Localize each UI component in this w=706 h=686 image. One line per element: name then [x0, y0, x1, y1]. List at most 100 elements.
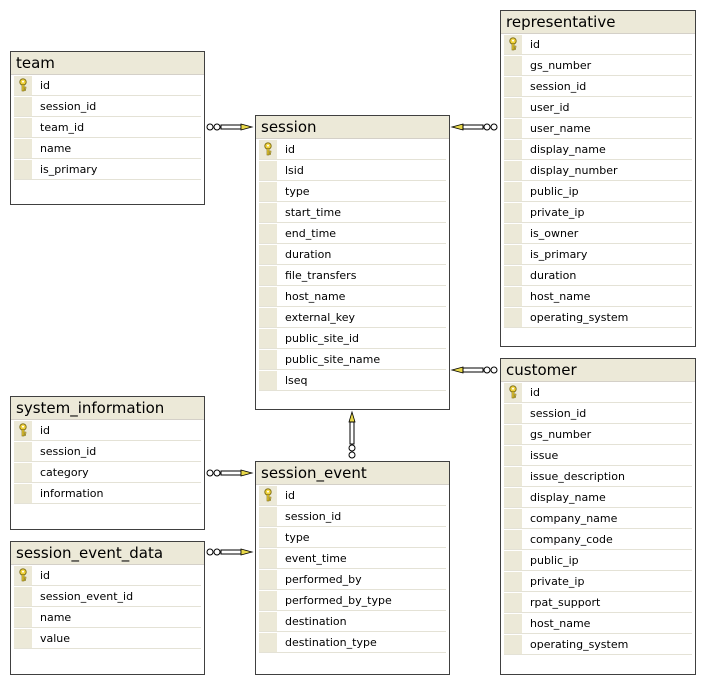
column-row[interactable]: rpat_support: [504, 592, 692, 613]
column-row[interactable]: gs_number: [504, 55, 692, 76]
column-name: gs_number: [530, 58, 592, 72]
column-row[interactable]: name: [14, 138, 201, 159]
column-row[interactable]: category: [14, 462, 201, 483]
column-row[interactable]: id: [14, 75, 201, 96]
column-row[interactable]: performed_by_type: [259, 590, 446, 611]
relationship-customer-session: [450, 366, 498, 374]
column-row[interactable]: display_name: [504, 139, 692, 160]
column-row[interactable]: host_name: [259, 286, 446, 307]
row-selector: [14, 586, 32, 606]
column-row[interactable]: issue_description: [504, 466, 692, 487]
relationship-session-event-session: [348, 410, 356, 459]
column-row[interactable]: private_ip: [504, 571, 692, 592]
column-row[interactable]: destination_type: [259, 632, 446, 653]
column-row[interactable]: gs_number: [504, 424, 692, 445]
column-name: performed_by_type: [285, 593, 392, 607]
column-name: information: [40, 486, 104, 500]
column-row[interactable]: session_event_id: [14, 586, 201, 607]
row-selector: [14, 607, 32, 627]
row-selector: [504, 487, 522, 507]
column-row[interactable]: session_id: [14, 441, 201, 462]
column-row[interactable]: private_ip: [504, 202, 692, 223]
column-row[interactable]: user_name: [504, 118, 692, 139]
column-row[interactable]: session_id: [14, 96, 201, 117]
column-row[interactable]: file_transfers: [259, 265, 446, 286]
column-row[interactable]: id: [504, 382, 692, 403]
row-selector: [14, 628, 32, 648]
column-row[interactable]: public_ip: [504, 550, 692, 571]
column-row[interactable]: duration: [504, 265, 692, 286]
column-row[interactable]: is_primary: [14, 159, 201, 180]
column-row[interactable]: public_site_name: [259, 349, 446, 370]
column-row[interactable]: performed_by: [259, 569, 446, 590]
column-row[interactable]: destination: [259, 611, 446, 632]
column-name: private_ip: [530, 205, 585, 219]
column-row[interactable]: type: [259, 181, 446, 202]
column-row[interactable]: lseq: [259, 370, 446, 391]
column-row[interactable]: name: [14, 607, 201, 628]
column-name: is_primary: [40, 162, 98, 176]
column-row[interactable]: duration: [259, 244, 446, 265]
column-row[interactable]: team_id: [14, 117, 201, 138]
column-row[interactable]: public_ip: [504, 181, 692, 202]
column-row[interactable]: company_name: [504, 508, 692, 529]
column-name: external_key: [285, 310, 356, 324]
column-row[interactable]: company_code: [504, 529, 692, 550]
row-selector: [14, 441, 32, 461]
column-row[interactable]: id: [14, 420, 201, 441]
row-selector: [259, 244, 277, 264]
column-row[interactable]: start_time: [259, 202, 446, 223]
column-row[interactable]: session_id: [259, 506, 446, 527]
row-selector: [14, 462, 32, 482]
column-row[interactable]: host_name: [504, 613, 692, 634]
column-row[interactable]: external_key: [259, 307, 446, 328]
column-name: company_code: [530, 532, 613, 546]
column-row[interactable]: display_name: [504, 487, 692, 508]
column-name: name: [40, 141, 72, 155]
column-row[interactable]: end_time: [259, 223, 446, 244]
column-row[interactable]: operating_system: [504, 307, 692, 328]
row-selector: [259, 139, 277, 159]
row-selector: [259, 590, 277, 610]
column-row[interactable]: information: [14, 483, 201, 504]
row-selector: [259, 223, 277, 243]
column-row[interactable]: is_primary: [504, 244, 692, 265]
column-row[interactable]: id: [259, 485, 446, 506]
column-name: lseq: [285, 373, 308, 387]
column-row[interactable]: value: [14, 628, 201, 649]
row-selector: [259, 506, 277, 526]
column-row[interactable]: lsid: [259, 160, 446, 181]
column-row[interactable]: session_id: [504, 403, 692, 424]
column-row[interactable]: display_number: [504, 160, 692, 181]
row-selector: [504, 445, 522, 465]
column-row[interactable]: host_name: [504, 286, 692, 307]
column-name: issue_description: [530, 469, 625, 483]
column-row[interactable]: id: [14, 565, 201, 586]
column-row[interactable]: type: [259, 527, 446, 548]
column-row[interactable]: session_id: [504, 76, 692, 97]
column-row[interactable]: user_id: [504, 97, 692, 118]
column-name: operating_system: [530, 310, 629, 324]
key-icon: [19, 78, 27, 92]
column-row[interactable]: issue: [504, 445, 692, 466]
row-selector: [14, 565, 32, 585]
column-row[interactable]: public_site_id: [259, 328, 446, 349]
column-name: display_name: [530, 142, 606, 156]
column-row[interactable]: operating_system: [504, 634, 692, 655]
column-name: destination: [285, 614, 347, 628]
row-selector: [504, 466, 522, 486]
column-row[interactable]: id: [259, 139, 446, 160]
column-row[interactable]: event_time: [259, 548, 446, 569]
column-row[interactable]: id: [504, 34, 692, 55]
column-row[interactable]: is_owner: [504, 223, 692, 244]
column-name: id: [40, 78, 51, 92]
